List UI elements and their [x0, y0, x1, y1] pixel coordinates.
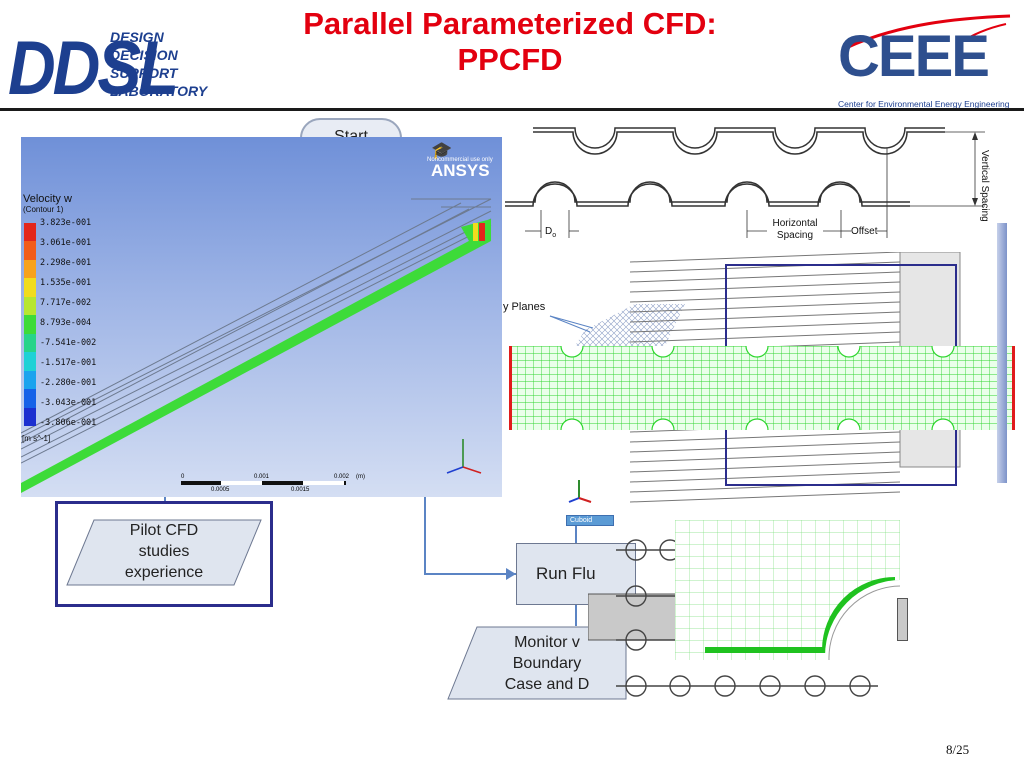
vertical-spacing-label: Vertical Spacing: [962, 150, 992, 222]
legend-value-label: 2.298e-001: [40, 258, 92, 268]
monitor-parallelogram: [447, 626, 627, 700]
scale-label-0: 0: [181, 474, 185, 480]
legend-color-segment: [24, 241, 36, 260]
legend-color-segment: [24, 352, 36, 371]
legend-color-segment: [24, 223, 36, 242]
monitor-label-line-2: Boundary: [512, 655, 582, 672]
tube-spacing-diagram: [505, 127, 985, 238]
zoomed-mesh-detail: [675, 520, 900, 660]
monitor-label-line-1: Monitor v: [514, 634, 580, 651]
scale-unit: (m): [356, 474, 365, 480]
diameter-sub: o: [552, 232, 557, 239]
slide-title-line-2: PPCFD: [457, 42, 563, 77]
run-fluent-label: Run Flu: [536, 564, 596, 583]
legend-value-label: 3.823e-001: [40, 218, 92, 228]
pilot-label: Pilot CFD studies experience: [66, 520, 262, 583]
pilot-label-line-3: experience: [124, 564, 204, 581]
legend-color-bar: [24, 223, 36, 426]
horizontal-spacing-line-1: Horizontal: [772, 218, 818, 229]
ceee-logo-subtitle: Center for Environmental Energy Engineer…: [838, 99, 1010, 109]
ddsl-logo-mark: DDSL: [8, 24, 179, 110]
arrow-right-icon: [506, 568, 516, 580]
horizontal-spacing-label: Horizontal Spacing: [762, 218, 828, 242]
legend-value-label: 1.535e-001: [40, 278, 92, 288]
header-divider: [0, 108, 1024, 111]
legend-color-segment: [24, 278, 36, 297]
legend-title: Velocity w: [23, 193, 72, 205]
cfd-contour-panel: 🎓ANSYS Noncommercial use only Velocity w…: [21, 137, 502, 497]
axis-triad-icon: [568, 480, 592, 503]
diameter-label: Do: [545, 226, 556, 239]
ansys-logo-text: ANSYS: [431, 161, 490, 180]
monitor-label-line-3: Case and D: [504, 676, 590, 693]
legend-color-segment: [24, 315, 36, 334]
cfd-axis-triad-icon: [446, 439, 482, 474]
ansys-license-note: Noncommercial use only: [427, 157, 493, 163]
legend-color-segment: [24, 370, 36, 390]
page-number: 8/25: [946, 742, 970, 757]
legend-value-label: 7.717e-002: [40, 298, 92, 308]
scale-bar: [181, 481, 346, 485]
legend-color-segment: [24, 259, 36, 279]
ddsl-line-3: SUPPORT: [110, 65, 178, 81]
ceee-swoosh-icon: [845, 14, 1011, 50]
legend-color-segment: [24, 333, 36, 353]
monitor-label: Monitor v Boundary Case and D: [482, 632, 612, 695]
side-strip: [997, 223, 1007, 483]
legend-value-label: -3.043e-001: [40, 398, 97, 408]
pilot-parallelogram: [66, 519, 262, 586]
scale-bar-segment: [221, 481, 262, 485]
scale-label-2: 0.002: [334, 474, 350, 480]
pilot-label-line-2: studies: [138, 543, 190, 560]
planes-pointer-icon: [549, 315, 594, 333]
scale-label-1: 0.001: [254, 474, 270, 480]
ddsl-line-1: DESIGN: [110, 29, 164, 45]
ddsl-line-2: DECISION: [110, 47, 178, 63]
cuboid-dropdown[interactable]: Cuboid: [566, 515, 614, 526]
legend-value-label: -2.280e-001: [40, 378, 97, 388]
slide-title: Parallel Parameterized CFD: PPCFD: [210, 6, 810, 78]
diameter-text: D: [545, 226, 553, 237]
legend-unit: [m s^-1]: [22, 434, 51, 443]
legend-color-segment: [24, 296, 36, 316]
symmetry-planes-mesh: [575, 304, 685, 346]
fin-end-block: [897, 598, 908, 641]
ddsl-line-4: LABORATORY: [110, 83, 208, 99]
offset-label: Offset: [851, 226, 878, 237]
legend-color-segment: [24, 407, 36, 426]
flow-connector-horizontal: [424, 573, 516, 575]
pilot-label-line-1: Pilot CFD: [129, 522, 199, 539]
slide-title-line-1: Parallel Parameterized CFD:: [303, 6, 717, 41]
flow-connector-to-run: [575, 522, 577, 544]
flow-connector-vertical: [424, 490, 426, 574]
legend-value-label: -7.541e-002: [40, 338, 97, 348]
legend-value-label: -3.806e-001: [40, 418, 97, 428]
cuboid-dropdown-label: Cuboid: [570, 517, 593, 524]
ddsl-logo-text: DESIGN DECISION SUPPORT LABORATORY: [110, 28, 207, 100]
horizontal-spacing-line-2: Spacing: [776, 230, 814, 241]
scale-bar-segment-2: [303, 481, 344, 485]
scale-label-3: 0.0005: [211, 487, 230, 493]
legend-value-label: -1.517e-001: [40, 358, 97, 368]
legend-value-label: 8.793e-004: [40, 318, 92, 328]
ansys-logo: 🎓ANSYS: [431, 141, 502, 181]
legend-value-label: 3.061e-001: [40, 238, 92, 248]
flow-connector-to-monitor: [575, 604, 577, 626]
legend-color-segment: [24, 389, 36, 408]
mesh-strip: [509, 346, 1015, 430]
legend-subtitle: (Contour 1): [23, 205, 64, 214]
scale-label-4: 0.0015: [291, 487, 310, 493]
vertical-spacing-text: Vertical Spacing: [979, 150, 990, 222]
cfd-channel-geometry: [21, 198, 492, 493]
ceee-logo-mark: CEEE: [838, 24, 990, 89]
planes-label: y Planes: [503, 301, 546, 313]
graduation-cap-icon: 🎓: [431, 141, 453, 160]
